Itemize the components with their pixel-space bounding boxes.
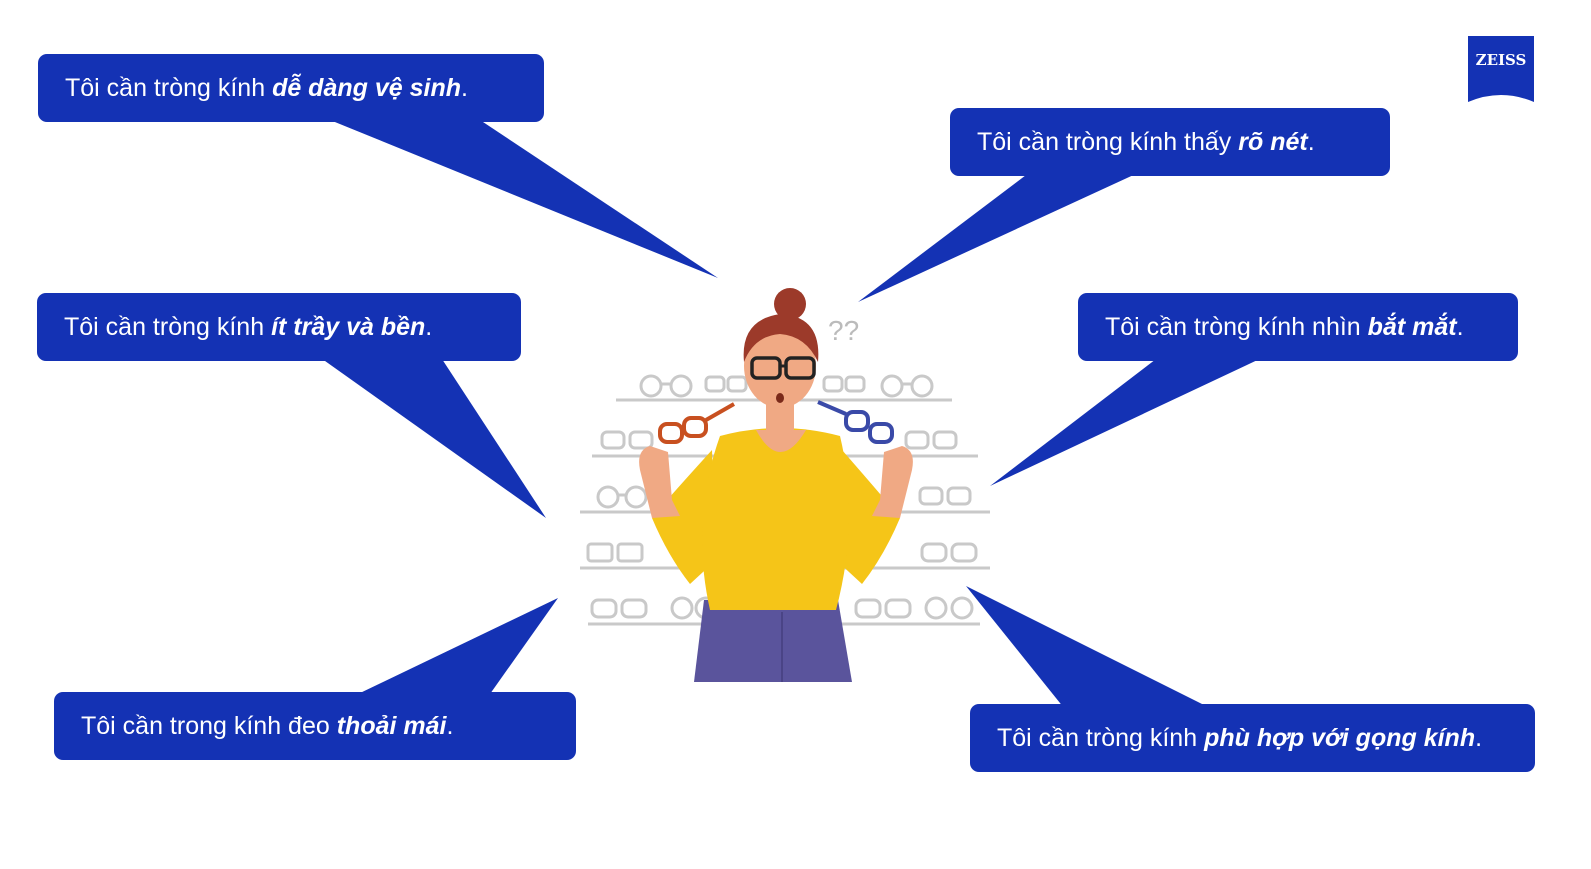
tail-fit-frame — [966, 586, 1210, 708]
bubble-emphasis: thoải mái — [336, 712, 447, 740]
bubble-suffix: . — [461, 74, 468, 102]
bubble-prefix: Tôi cần tròng kính — [997, 724, 1205, 752]
question-marks: ?? — [828, 315, 859, 346]
bubble-suffix: . — [446, 712, 454, 740]
logo-shape — [1468, 36, 1534, 102]
tail-durable — [318, 356, 546, 518]
tail-comfortable — [358, 598, 558, 694]
bubble-emphasis: dễ dàng vệ sinh — [272, 74, 461, 102]
blue-glasses-icon — [817, 400, 894, 444]
bubble-easy-to-clean: Tôi cần tròng kính dễ dàng vệ sinh. — [38, 54, 544, 122]
red-glasses-icon — [658, 402, 735, 444]
bubble-suffix: . — [1307, 128, 1315, 156]
woman-icon — [639, 288, 913, 682]
bubble-emphasis: ít trầy và bền — [271, 313, 426, 341]
bubble-prefix: Tôi cần tròng kính thấy — [977, 128, 1239, 156]
bubble-suffix: . — [425, 313, 433, 341]
bubble-emphasis: bắt mắt — [1367, 313, 1457, 341]
bubble-scratch-resistant: Tôi cần tròng kính ít trầy và bền. — [37, 293, 521, 361]
tail-clear — [858, 172, 1140, 302]
bubble-prefix: Tôi cần trong kính đeo — [81, 712, 337, 740]
bubble-emphasis: phù hợp với gọng kính — [1204, 724, 1476, 752]
tail-attractive — [990, 356, 1266, 486]
bubble-comfortable: Tôi cần trong kính đeo thoải mái. — [54, 692, 576, 760]
bubble-fits-frame: Tôi cần tròng kính phù hợp với gọng kính… — [970, 704, 1535, 772]
bubble-emphasis: rõ nét — [1238, 128, 1308, 156]
bubble-attractive: Tôi cần tròng kính nhìn bắt mắt. — [1078, 293, 1518, 361]
bubble-prefix: Tôi cần tròng kính — [64, 313, 272, 341]
bubble-prefix: Tôi cần tròng kính — [65, 74, 273, 102]
tail-clean — [330, 120, 718, 278]
logo-text: ZEISS — [1475, 51, 1527, 69]
bubble-suffix: . — [1475, 724, 1483, 752]
zeiss-logo: ZEISS — [1468, 36, 1534, 103]
bubble-clear-vision: Tôi cần tròng kính thấy rõ nét. — [950, 108, 1390, 176]
bubble-prefix: Tôi cần tròng kính nhìn — [1105, 313, 1368, 341]
bubble-suffix: . — [1456, 313, 1464, 341]
